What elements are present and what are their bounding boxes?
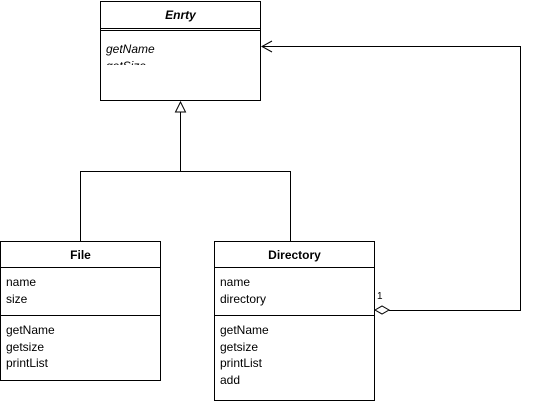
class-file-operation: getName: [6, 323, 55, 337]
class-directory[interactable]: Directory name directory getName getsize…: [214, 241, 375, 401]
class-directory-operations: getName getsize printList add: [215, 316, 374, 388]
class-directory-operation: add: [220, 372, 241, 387]
class-directory-operation: getsize: [220, 339, 259, 354]
class-directory-attributes: name directory: [215, 268, 374, 316]
class-file-attribute: name: [6, 275, 37, 289]
class-enrty-operation: getSize: [106, 58, 260, 66]
class-directory-attribute: directory: [220, 291, 267, 306]
class-file-operation: getsize: [6, 339, 45, 354]
class-file-operations: getName getsize printList: [1, 316, 160, 372]
class-directory-name: Directory: [215, 242, 374, 268]
class-enrty-name: Enrty: [101, 2, 260, 31]
class-directory-operation: printList: [220, 356, 263, 370]
aggregation-multiplicity-label: 1: [377, 291, 383, 302]
aggregation-line: [262, 46, 521, 311]
aggregation-diamond-icon: [373, 305, 391, 315]
class-enrty[interactable]: Enrty getName getSize: [100, 1, 261, 101]
generalization-arrowhead-icon: [174, 100, 187, 113]
class-enrty-operation: getName: [106, 42, 155, 56]
class-file-attributes: name size: [1, 268, 160, 316]
class-file[interactable]: File name size getName getsize printList: [0, 241, 161, 381]
class-file-operation: printList: [6, 356, 49, 370]
aggregation-arrowhead-icon: [260, 40, 273, 53]
class-enrty-operations: getName getSize: [101, 31, 260, 65]
class-file-name: File: [1, 242, 160, 268]
class-directory-attribute: name: [220, 275, 251, 289]
class-directory-operation: getName: [220, 323, 269, 337]
class-file-attribute: size: [6, 291, 28, 306]
